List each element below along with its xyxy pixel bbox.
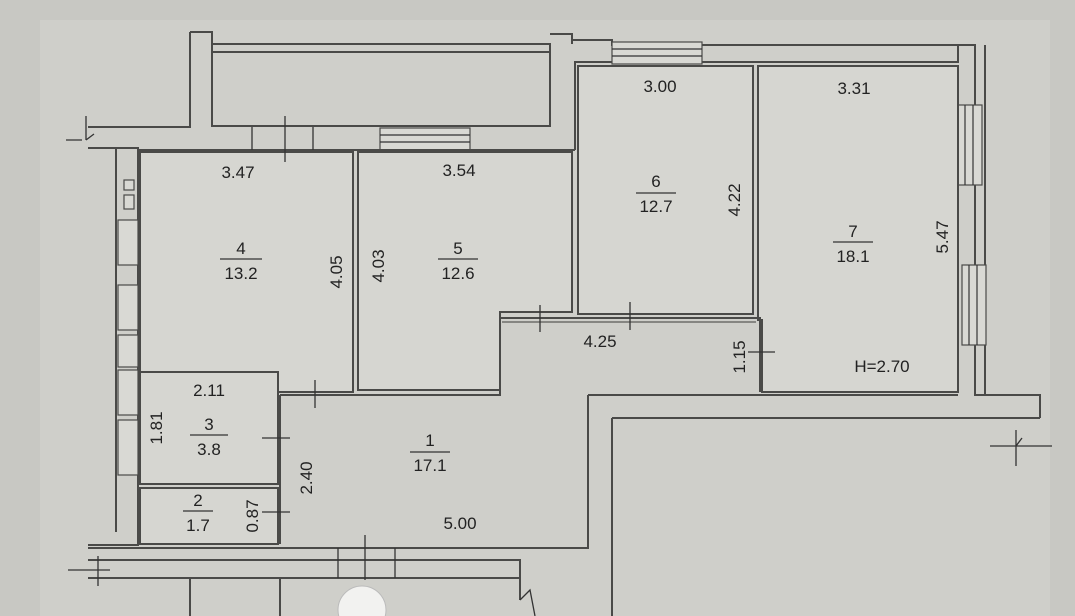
dim-room-2-height: 0.87 xyxy=(243,499,262,532)
room-walls xyxy=(139,65,959,545)
room-2-number: 2 xyxy=(193,491,202,510)
door-marks xyxy=(66,116,1052,616)
room-6-number: 6 xyxy=(651,172,660,191)
overlay-circle-icon[interactable] xyxy=(337,585,387,616)
dim-corridor-width: 4.25 xyxy=(583,332,616,351)
dim-room-6-width: 3.00 xyxy=(643,77,676,96)
dim-room-3-width: 2.11 xyxy=(193,381,225,400)
dim-room-4-height: 4.05 xyxy=(327,255,346,288)
dim-room-3-height: 1.81 xyxy=(147,411,166,444)
dim-room-1-height: 2.40 xyxy=(297,461,316,494)
dim-step-height: 1.15 xyxy=(730,340,749,373)
dim-room-1-width: 5.00 xyxy=(443,514,476,533)
window-room-7-lower xyxy=(961,264,987,346)
area-separators xyxy=(183,192,873,512)
room-5-area: 12.6 xyxy=(441,264,474,283)
room-7-number: 7 xyxy=(848,222,857,241)
room-1-area: 17.1 xyxy=(413,456,446,475)
dim-room-7-width: 3.31 xyxy=(837,79,870,98)
balcony xyxy=(190,31,573,151)
outer-walls xyxy=(88,32,1041,616)
room-3-area: 3.8 xyxy=(197,440,221,459)
room-4-number: 4 xyxy=(236,239,245,258)
room-7-area: 18.1 xyxy=(836,247,869,266)
dim-room-5-width: 3.54 xyxy=(442,161,475,180)
dim-room-7-height: 5.47 xyxy=(933,220,952,253)
window-room-6 xyxy=(611,41,703,65)
left-window-blocks xyxy=(117,179,139,476)
room-6-area: 12.7 xyxy=(639,197,672,216)
window-room-7-upper xyxy=(957,104,983,186)
room-3-number: 3 xyxy=(204,415,213,434)
dim-room-6-height: 4.22 xyxy=(725,183,744,216)
room-1-number: 1 xyxy=(425,431,434,450)
dim-room-4-width: 3.47 xyxy=(221,163,254,182)
room-4-area: 13.2 xyxy=(224,264,257,283)
room-5-number: 5 xyxy=(453,239,462,258)
room-2-area: 1.7 xyxy=(186,516,210,535)
dim-room-5-height: 4.03 xyxy=(369,249,388,282)
ceiling-height: H=2.70 xyxy=(854,357,909,376)
